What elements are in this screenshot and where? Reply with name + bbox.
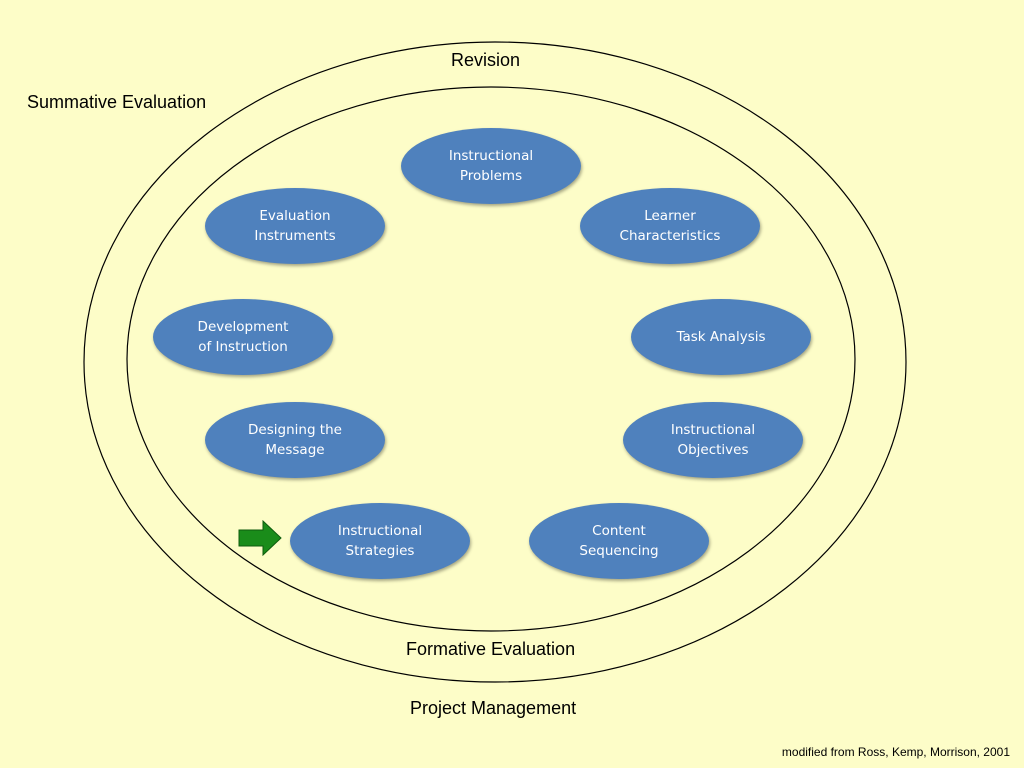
node-designing-the-message: Designing the Message [205, 402, 385, 478]
node-label: Instructional Problems [448, 148, 534, 184]
node-instructional-problems: Instructional Problems [401, 128, 581, 204]
node-learner-characteristics: Learner Characteristics [580, 188, 760, 264]
outer-ring [83, 41, 907, 683]
formative-evaluation-label: Formative Evaluation [406, 639, 576, 659]
node-label: Content Sequencing [579, 523, 659, 559]
node-instructional-objectives: Instructional Objectives [623, 402, 803, 478]
node-label: Instructional Objectives [670, 422, 756, 458]
node-instructional-strategies: Instructional Strategies [290, 503, 470, 579]
node-label: Development of Instruction [197, 319, 289, 355]
node-label: Designing the Message [248, 422, 342, 458]
node-label: Task Analysis [676, 329, 766, 345]
arrow-right-icon [238, 520, 282, 556]
node-label: Instructional Strategies [337, 523, 423, 559]
source-credit: modified from Ross, Kemp, Morrison, 2001 [781, 745, 1010, 759]
project-management-label: Project Management [410, 698, 577, 718]
node-content-sequencing: Content Sequencing [529, 503, 709, 579]
node-development-of-instruction: Development of Instruction [153, 299, 333, 375]
node-label: Learner Characteristics [619, 208, 721, 244]
node-evaluation-instruments: Evaluation Instruments [205, 188, 385, 264]
revision-label: Revision [451, 50, 521, 70]
summative-evaluation-label: Summative Evaluation [27, 92, 207, 112]
inner-ring [126, 86, 856, 632]
node-task-analysis: Task Analysis [631, 299, 811, 375]
node-label: Evaluation Instruments [254, 208, 336, 244]
